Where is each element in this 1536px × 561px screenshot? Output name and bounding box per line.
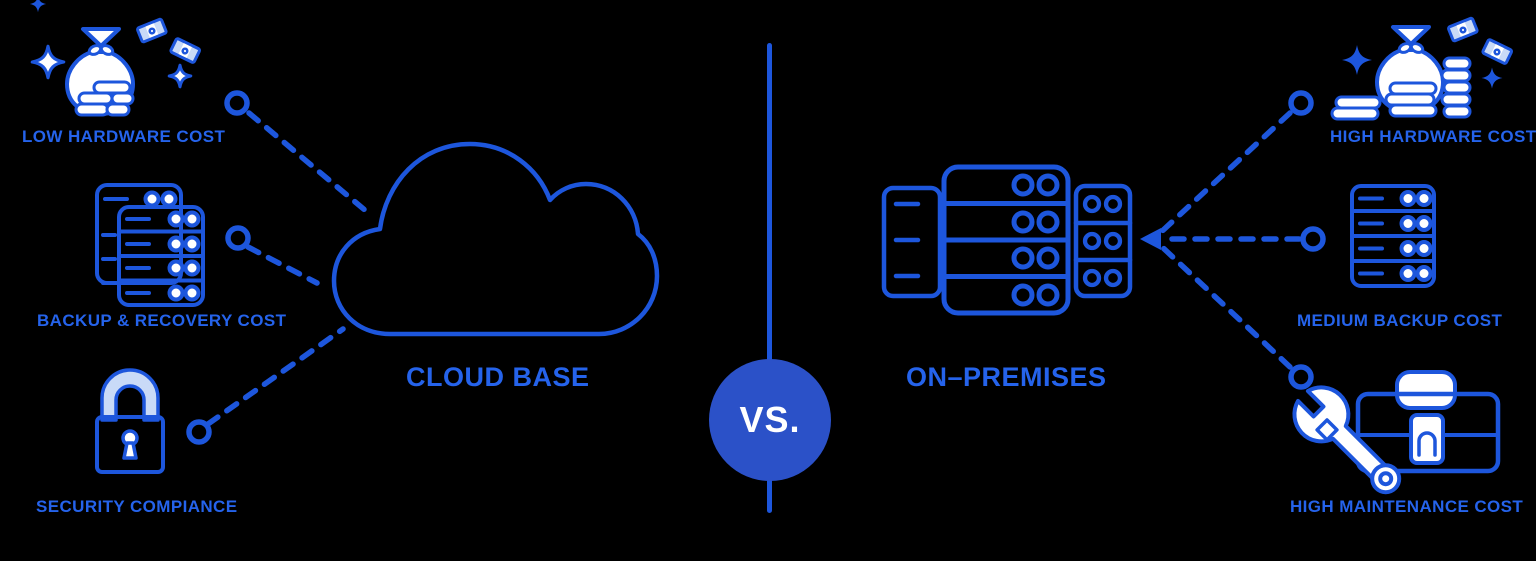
money-bag-icon (29, 0, 202, 117)
flying-bill-icon (1447, 16, 1479, 43)
flying-bill-icon (136, 17, 168, 44)
dashed-line (246, 110, 369, 214)
center-divider-line (767, 43, 772, 513)
toolbox (1355, 370, 1501, 474)
lock-shackle (100, 368, 160, 422)
toolbox-handle (1395, 370, 1457, 410)
item-label-security-compliance: SECURITY COMPIANCE (36, 497, 238, 516)
dashed-line (1157, 110, 1293, 236)
connector-node (225, 225, 251, 251)
padlock-icon (95, 368, 165, 474)
dashed-line (245, 244, 320, 286)
rack-center-unit (941, 164, 1071, 316)
rack-right-unit (1073, 183, 1133, 299)
sparkle-icon (1481, 67, 1503, 89)
left-connectors (186, 90, 369, 445)
vs-label: VS. (739, 399, 801, 440)
toolbox-body (1355, 391, 1501, 474)
wrench (1292, 385, 1402, 495)
vs-badge: VS. (709, 359, 831, 481)
item-label-backup-recovery-cost: BACKUP & RECOVERY COST (37, 311, 287, 330)
connector-node (186, 419, 212, 445)
server-icon (1350, 184, 1436, 288)
dashed-line (1157, 242, 1293, 370)
connector-node (1288, 90, 1314, 116)
item-label-high-maintenance-cost: HIGH MAINTENANCE COST (1290, 497, 1524, 516)
server-rack-icon (881, 164, 1133, 316)
coin-stack (1330, 56, 1472, 121)
coin-stack (74, 80, 135, 117)
money-bag-coins-icon (1330, 16, 1514, 121)
right-connectors (1140, 90, 1326, 390)
cloud-icon (331, 141, 660, 337)
sparkle-icon (30, 44, 66, 80)
connector-node (224, 90, 250, 116)
connector-node (1288, 364, 1314, 390)
dashed-line (205, 326, 346, 427)
front-server (117, 205, 205, 307)
item-label-low-hardware-cost: LOW HARDWARE COST (22, 127, 226, 146)
server-stack-icon (95, 183, 205, 307)
keyhole-stem (122, 441, 138, 460)
lock-body (95, 415, 165, 474)
item-label-medium-backup-cost: MEDIUM BACKUP COST (1297, 311, 1503, 330)
rack-left-unit (881, 185, 943, 299)
sparkle-icon (167, 63, 193, 89)
item-label-high-hardware-cost: HIGH HARDWARE COST (1330, 127, 1536, 146)
sparkle-icon (1342, 45, 1372, 75)
sparkle-icon (29, 0, 47, 13)
flying-bill-icon (169, 37, 202, 64)
toolbox-latch (1409, 413, 1445, 465)
flying-bill-icon (1481, 38, 1514, 65)
section-title-on-premises: ON–PREMISES (906, 362, 1107, 392)
toolbox-wrench-icon (1292, 370, 1501, 495)
connector-node (1300, 226, 1326, 252)
section-title-cloud-base: CLOUD BASE (406, 362, 590, 392)
arrowhead-icon (1140, 228, 1161, 250)
